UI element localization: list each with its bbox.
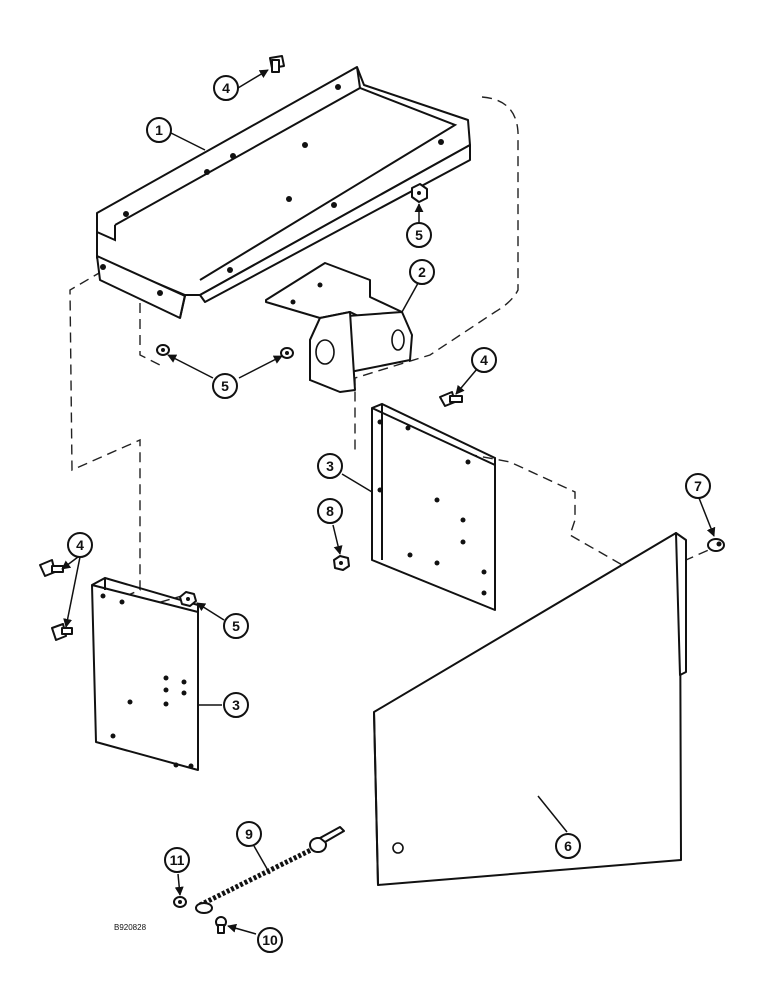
callout-2: 2 (409, 259, 435, 285)
callout-9: 9 (236, 821, 262, 847)
callout-4-right: 4 (471, 347, 497, 373)
part-6-cover-panel (373, 532, 687, 886)
nut-11 (173, 896, 187, 908)
svg-text:5: 5 (415, 227, 423, 243)
screw-10 (215, 916, 227, 934)
callout-1: 1 (146, 117, 172, 143)
callout-4-left: 4 (67, 532, 93, 558)
part-3-plate-right (371, 402, 496, 611)
callout-5-plate: 5 (223, 613, 249, 639)
svg-text:11: 11 (170, 852, 185, 868)
nut-5-left-a (156, 344, 170, 356)
callout-5-bracket: 5 (212, 373, 238, 399)
callout-3-right: 3 (317, 453, 343, 479)
knob-7 (707, 538, 725, 552)
figure-id: B920828 (114, 923, 147, 932)
hardware (39, 55, 725, 934)
screw-4-top (269, 55, 285, 73)
screw-4-right (439, 391, 463, 407)
callout-8: 8 (317, 498, 343, 524)
svg-text:6: 6 (564, 838, 572, 854)
screw-4-left-lower (51, 623, 73, 641)
callout-6: 6 (555, 833, 581, 859)
callout-3-left: 3 (223, 692, 249, 718)
callout-11: 11 (164, 847, 190, 873)
nut-5-plate (179, 591, 197, 607)
svg-text:3: 3 (326, 458, 334, 474)
svg-text:4: 4 (76, 537, 84, 553)
nut-5-top (411, 183, 428, 203)
svg-text:5: 5 (221, 378, 229, 394)
svg-text:9: 9 (245, 826, 253, 842)
svg-text:5: 5 (232, 618, 240, 634)
svg-text:10: 10 (262, 932, 278, 948)
nut-5-left-b (280, 347, 294, 359)
screw-4-left-upper (39, 559, 64, 577)
svg-text:1: 1 (155, 122, 163, 138)
callout-7: 7 (685, 473, 711, 499)
callout-10: 10 (257, 927, 283, 953)
svg-text:8: 8 (326, 503, 334, 519)
svg-text:2: 2 (418, 264, 426, 280)
pin-9-lanyard (195, 826, 345, 914)
svg-text:4: 4 (480, 352, 488, 368)
svg-text:7: 7 (694, 478, 702, 494)
svg-text:3: 3 (232, 697, 240, 713)
nut-8 (333, 555, 350, 571)
part-2-bracket (265, 262, 413, 393)
callout-5-top: 5 (406, 222, 432, 248)
part-1-mounting-channel (96, 66, 471, 319)
callout-4-top: 4 (213, 75, 239, 101)
svg-text:4: 4 (222, 80, 230, 96)
part-3-plate-left (91, 576, 199, 771)
